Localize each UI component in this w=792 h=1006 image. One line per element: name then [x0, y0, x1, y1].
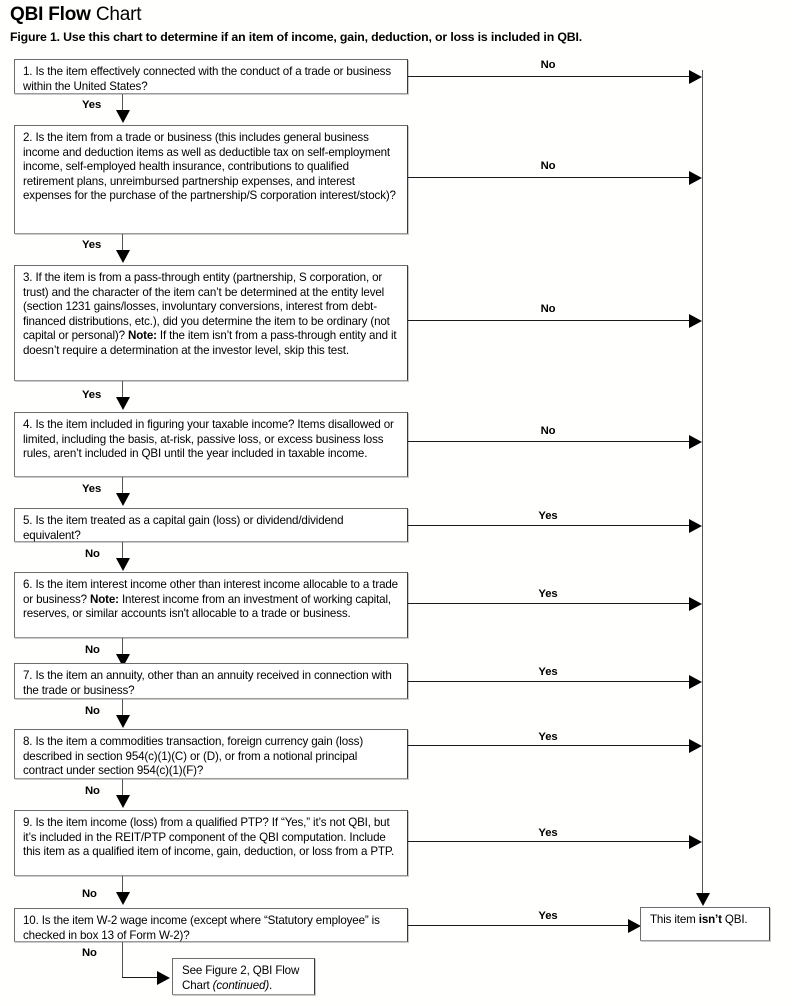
edge-line-q3-right	[408, 320, 691, 321]
question-box-3: 3. If the item is from a pass-through en…	[14, 265, 408, 381]
edge-label-q1-right: No	[540, 59, 556, 71]
question-box-6: 6. Is the item interest income other tha…	[14, 572, 408, 638]
edge-label-q5-down: No	[85, 548, 100, 560]
right-spine-line	[702, 70, 703, 896]
edge-label-q5-right: Yes	[538, 510, 558, 522]
edge-arrow-q10-down	[157, 971, 170, 985]
edge-label-q7-down: No	[85, 705, 100, 717]
edge-line-q10-down	[122, 942, 123, 978]
terminal-not-qbi-text-a: This item	[650, 913, 699, 926]
terminal-continued-text-b: .	[269, 978, 273, 992]
edge-arrow-q2-down	[116, 250, 130, 263]
edge-line-q2-down	[122, 234, 123, 252]
edge-arrow-q7-down	[116, 715, 130, 728]
edge-line-q7-right	[408, 681, 691, 682]
edge-arrow-q3-right	[689, 314, 702, 328]
terminal-not-qbi-strong: isn’t	[698, 913, 722, 926]
edge-arrow-q2-right	[689, 171, 702, 185]
edge-line-q6-right	[408, 603, 691, 604]
edge-label-q10-down: No	[82, 947, 97, 959]
edge-arrow-q5-right	[689, 519, 702, 533]
edge-arrow-q3-down	[116, 397, 130, 410]
edge-arrow-q6-right	[689, 597, 702, 611]
question-text-8: 8. Is the item a commodities transaction…	[23, 735, 364, 778]
terminal-continued-text-a: See Figure 2, QBI Flow Chart	[182, 964, 300, 992]
edge-label-q2-down: Yes	[82, 239, 102, 251]
edge-line-q6-down	[122, 638, 123, 656]
edge-label-q3-right: No	[540, 303, 556, 315]
edge-label-q9-right: Yes	[538, 827, 558, 839]
question-box-1: 1. Is the item effectively connected wit…	[14, 59, 408, 94]
terminal-box-continued: See Figure 2, QBI Flow Chart (continued)…	[172, 958, 315, 995]
page-title-bold: QBI Flow	[10, 4, 91, 25]
edge-label-q4-right: No	[540, 425, 556, 437]
edge-line-q2-right	[408, 177, 691, 178]
edge-label-q1-down: Yes	[82, 99, 102, 111]
edge-line-q1-right	[408, 76, 691, 77]
edge-arrow-q5-down	[116, 558, 130, 571]
edge-arrow-q1-down	[116, 110, 130, 123]
edge-arrow-q10-right	[628, 919, 641, 933]
question-text-2: 2. Is the item from a trade or business …	[23, 131, 396, 203]
edge-label-q7-right: Yes	[538, 666, 558, 678]
question-box-9: 9. Is the item income (loss) from a qual…	[14, 810, 408, 876]
edge-line-q9-right	[408, 841, 691, 842]
edge-line-q8-right	[408, 745, 691, 746]
page-title: QBI Flow Chart	[10, 4, 141, 26]
edge-label-q6-down: No	[85, 644, 100, 656]
question-text-10: 10. Is the item W-2 wage income (except …	[23, 914, 380, 942]
question-text-6a: 6. Is the item interest income other tha…	[23, 578, 398, 606]
edge-label-q8-down: No	[85, 785, 100, 797]
edge-line-q7-down	[122, 699, 123, 717]
question-box-8: 8. Is the item a commodities transaction…	[14, 729, 408, 779]
edge-line-q4-right	[408, 441, 691, 442]
question-text-1: 1. Is the item effectively connected wit…	[23, 65, 391, 93]
question-text-4: 4. Is the item included in figuring your…	[23, 418, 394, 461]
edge-line-q9-down	[122, 876, 123, 894]
terminal-continued-italic: (continued)	[212, 978, 270, 992]
edge-arrow-q1-right	[689, 70, 702, 84]
terminal-box-not-qbi: This item isn’t QBI.	[640, 907, 770, 941]
edge-line-q1-down	[122, 94, 123, 112]
edge-label-q9-down: No	[82, 888, 97, 900]
edge-line-q3-down	[122, 381, 123, 399]
question-text-3b: If the item isn’t from a pass-through en…	[23, 329, 397, 357]
edge-label-q3-down: Yes	[82, 389, 102, 401]
edge-label-q2-right: No	[540, 160, 556, 172]
question-note-label-6: Note:	[90, 592, 119, 606]
terminal-not-qbi-text-b: QBI.	[721, 913, 748, 926]
edge-label-q8-right: Yes	[538, 731, 558, 743]
edge-label-q10-right: Yes	[538, 910, 558, 922]
question-box-4: 4. Is the item included in figuring your…	[14, 412, 408, 477]
question-box-5: 5. Is the item treated as a capital gain…	[14, 508, 408, 542]
edge-arrow-q4-down	[116, 493, 130, 506]
edge-arrow-q7-right	[689, 675, 702, 689]
question-text-6b: Interest income from an investment of wo…	[23, 592, 391, 621]
question-text-3a: 3. If the item is from a pass-through en…	[23, 271, 390, 343]
edge-arrow-q8-right	[689, 739, 702, 753]
page-title-light: Chart	[90, 4, 142, 25]
edge-line-q4-down	[122, 477, 123, 495]
edge-line-q10-right	[408, 925, 639, 926]
question-note-label-3: Note:	[127, 329, 157, 343]
question-text-5: 5. Is the item treated as a capital gain…	[23, 514, 344, 542]
question-box-10: 10. Is the item W-2 wage income (except …	[14, 908, 408, 942]
edge-label-q6-right: Yes	[538, 588, 558, 600]
edge-line-q8-down	[122, 779, 123, 797]
page-subtitle: Figure 1. Use this chart to determine if…	[10, 30, 583, 44]
question-box-2: 2. Is the item from a trade or business …	[14, 125, 408, 234]
edge-arrow-q4-right	[689, 435, 702, 449]
right-spine-arrow	[696, 893, 710, 906]
edge-line-q5-down	[122, 542, 123, 560]
edge-label-q4-down: Yes	[82, 483, 102, 495]
edge-arrow-q8-down	[116, 795, 130, 808]
question-box-7: 7. Is the item an annuity, other than an…	[14, 663, 408, 699]
question-text-9: 9. Is the item income (loss) from a qual…	[23, 816, 395, 859]
edge-arrow-q9-down	[116, 892, 130, 905]
edge-arrow-q9-right	[689, 835, 702, 849]
question-text-7: 7. Is the item an annuity, other than an…	[23, 669, 392, 697]
edge-line-q5-right	[408, 525, 691, 526]
edge-line-q10-down-horizontal	[122, 977, 160, 978]
